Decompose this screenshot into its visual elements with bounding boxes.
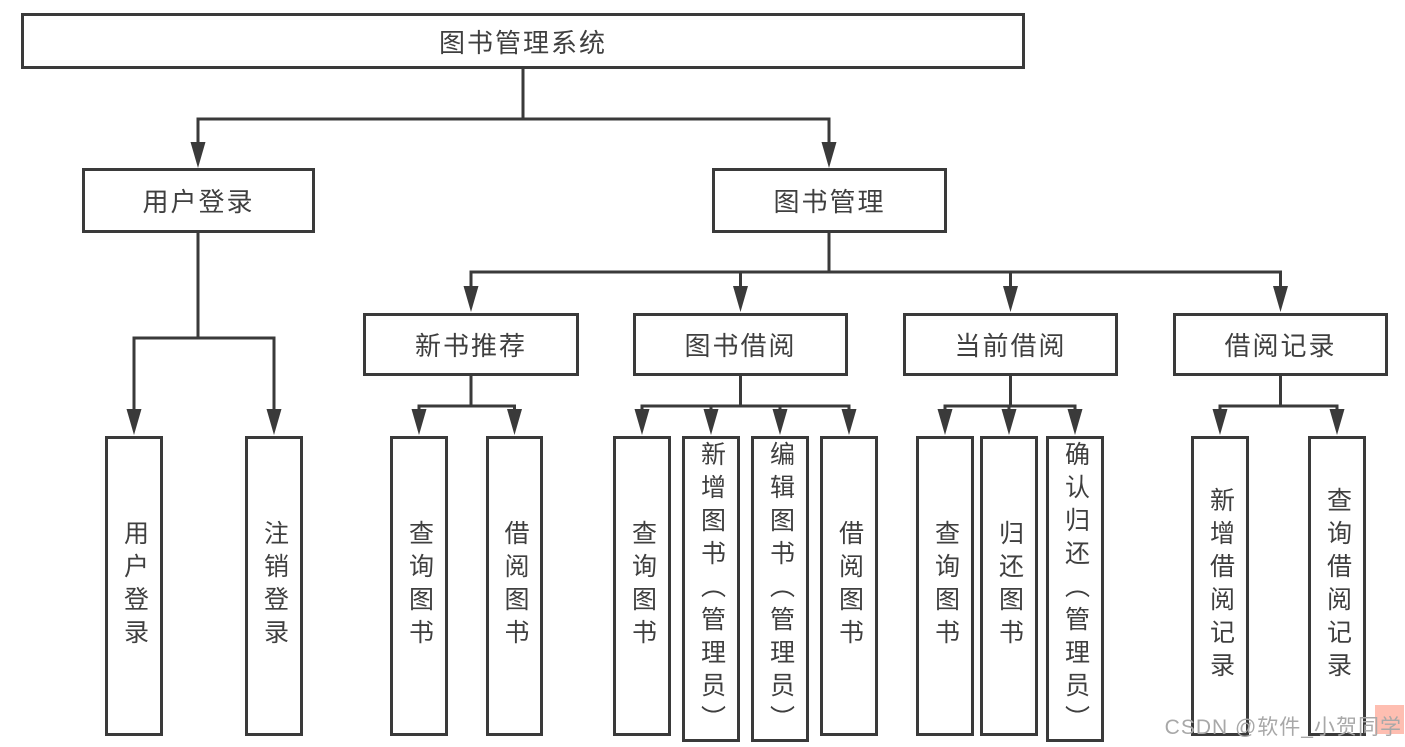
node-current-borrowing: 当前借阅 (903, 313, 1118, 376)
node-edit-books-admin: 编辑图书（管理员） (751, 436, 809, 742)
arrow-down-icon (733, 286, 748, 312)
node-logout-login: 注销登录 (245, 436, 303, 736)
node-return-books: 归还图书 (980, 436, 1038, 736)
node-borrow-books-borrowing: 借阅图书 (820, 436, 878, 736)
arrow-down-icon (463, 286, 479, 312)
node-borrowing-records: 借阅记录 (1173, 313, 1388, 376)
arrow-down-icon (1003, 286, 1018, 312)
arrow-down-icon (937, 409, 953, 435)
node-label: 查询借阅记录 (1323, 487, 1352, 685)
node-label: 查询图书 (628, 520, 657, 652)
node-borrow-books-recommend: 借阅图书 (486, 436, 543, 736)
node-new-book-recommend: 新书推荐 (363, 313, 579, 376)
arrow-down-icon (126, 409, 142, 435)
node-user-login-leaf: 用户登录 (105, 436, 163, 736)
watermark-text: CSDN @软件_小贺同学 (1164, 716, 1402, 739)
node-label: 确认归还（管理员） (1061, 440, 1090, 738)
arrow-down-icon (1329, 409, 1345, 435)
node-label: 用户登录 (120, 520, 149, 652)
node-label: 注销登录 (260, 520, 289, 652)
connector-userlogin-branch (132, 336, 276, 414)
connector-level1-branch (196, 117, 831, 146)
arrow-down-icon (703, 409, 719, 435)
node-book-management: 图书管理 (712, 168, 947, 233)
connector-current-branch (943, 373, 1077, 414)
arrow-down-icon (1067, 409, 1083, 435)
arrow-down-icon (266, 409, 282, 435)
arrow-down-icon (841, 409, 857, 435)
node-label: 编辑图书（管理员） (766, 440, 795, 738)
arrow-down-icon (190, 142, 206, 168)
node-label: 借阅图书 (501, 520, 529, 652)
connector-borrowing-branch (640, 373, 851, 414)
node-label: 借阅图书 (835, 520, 864, 652)
node-label: 查询图书 (405, 520, 434, 652)
connector-records-branch (1218, 373, 1339, 414)
node-add-borrow-record: 新增借阅记录 (1191, 436, 1249, 736)
arrow-down-icon (507, 409, 522, 435)
node-user-login: 用户登录 (82, 168, 315, 233)
arrow-down-icon (772, 409, 788, 435)
node-label: 新增借阅记录 (1206, 487, 1235, 685)
watermark-accent-block (1375, 705, 1404, 734)
connector-newbooks-branch (417, 373, 516, 414)
node-query-borrow-record: 查询借阅记录 (1308, 436, 1366, 736)
arrow-down-icon (1001, 409, 1017, 435)
node-book-borrowing: 图书借阅 (633, 313, 848, 376)
node-add-books-admin: 新增图书（管理员） (682, 436, 740, 742)
arrow-down-icon (634, 409, 650, 435)
node-library-system: 图书管理系统 (21, 13, 1025, 69)
node-label: 新增图书（管理员） (697, 440, 726, 738)
arrow-down-icon (1212, 409, 1228, 435)
node-confirm-return-admin: 确认归还（管理员） (1046, 436, 1104, 742)
node-label: 查询图书 (931, 520, 960, 652)
arrow-down-icon (411, 409, 427, 435)
arrow-down-icon (1273, 286, 1288, 312)
arrow-down-icon (821, 142, 837, 168)
node-query-books-recommend: 查询图书 (390, 436, 448, 736)
node-query-books-borrowing: 查询图书 (613, 436, 671, 736)
connector-bookmgmt-branch (469, 270, 1282, 290)
node-query-books-current: 查询图书 (916, 436, 974, 736)
node-label: 归还图书 (995, 520, 1024, 652)
